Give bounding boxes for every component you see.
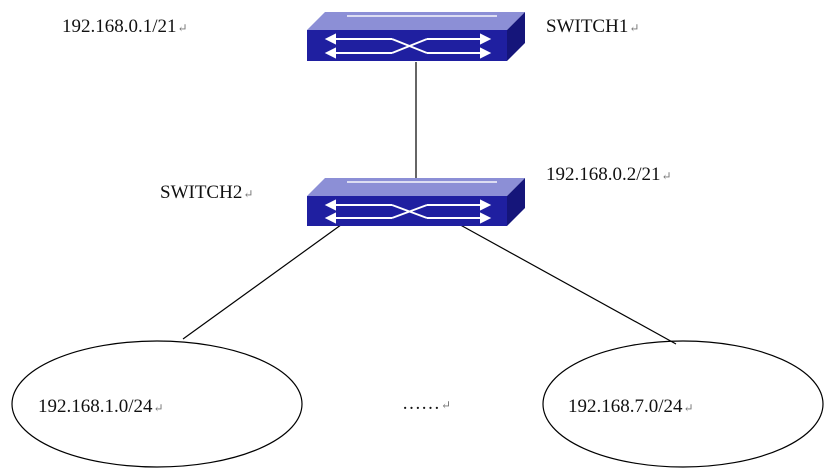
subnet-left-label: 192.168.1.0/24↵: [38, 397, 164, 416]
switch1-ip-label: 192.168.0.1/21↵: [62, 17, 188, 36]
return-mark: ↵: [243, 187, 254, 201]
return-mark: ↵: [441, 398, 452, 412]
ellipsis-label: ……↵: [402, 394, 451, 413]
switch2-name-text: SWITCH2: [160, 182, 243, 203]
switch2-ip-text: 192.168.0.2/21: [546, 164, 661, 185]
ellipsis-text: ……: [402, 393, 440, 414]
return-mark: ↵: [177, 21, 188, 35]
switch2-network-switch-icon: [307, 178, 525, 226]
return-mark: ↵: [683, 401, 694, 415]
link-switch2-subnet-right: [454, 221, 677, 345]
switch2-ip-label: 192.168.0.2/21↵: [546, 165, 672, 184]
switch1-name-text: SWITCH1: [546, 16, 629, 37]
subnet-right-ellipse: [542, 340, 824, 468]
subnet-left-text: 192.168.1.0/24: [38, 396, 153, 417]
subnet-left-ellipse: [11, 340, 303, 468]
return-mark: ↵: [629, 21, 640, 35]
return-mark: ↵: [661, 169, 672, 183]
switch2-name-label: SWITCH2↵: [160, 183, 253, 202]
link-switch2-subnet-left: [182, 221, 346, 340]
subnet-right-text: 192.168.7.0/24: [568, 396, 683, 417]
switch1-network-switch-icon: [307, 12, 525, 61]
subnet-right-label: 192.168.7.0/24↵: [568, 397, 694, 416]
switch1-ip-text: 192.168.0.1/21: [62, 16, 177, 37]
switch1-name-label: SWITCH1↵: [546, 17, 639, 36]
return-mark: ↵: [153, 401, 164, 415]
